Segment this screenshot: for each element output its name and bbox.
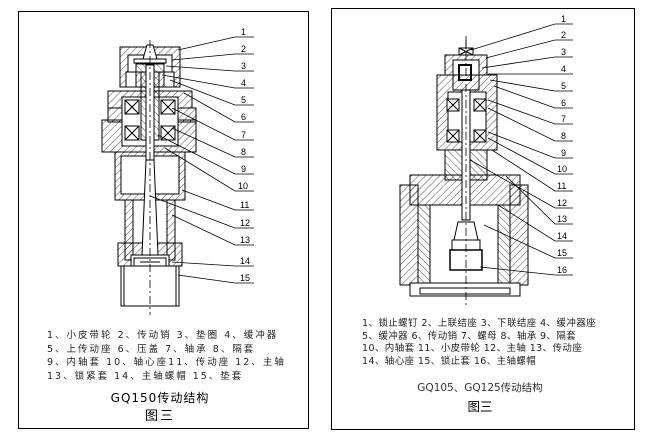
callout-11: 11 bbox=[557, 181, 566, 191]
callout-4: 4 bbox=[561, 64, 566, 74]
figure-caption-left: GQ150传动结构 bbox=[110, 391, 210, 405]
callout-13: 13 bbox=[240, 235, 250, 245]
callout-13: 13 bbox=[557, 214, 567, 224]
gq105-gq125-cross-section: 1 2 3 4 5 6 7 8 9 10 11 12 13 14 15 16 bbox=[399, 14, 573, 305]
callout-10: 10 bbox=[238, 181, 248, 191]
leader-lines-right bbox=[469, 23, 573, 276]
callout-2: 2 bbox=[561, 30, 566, 40]
callout-8: 8 bbox=[241, 147, 246, 157]
figure-label-right: 图三 bbox=[467, 399, 493, 414]
callout-9: 9 bbox=[241, 164, 246, 174]
callout-3: 3 bbox=[561, 47, 566, 57]
legend-line: 14、轴心座 15、锁止套 16、主轴螺帽 bbox=[362, 355, 537, 367]
legend-line: 13、锁紧套 14、主轴螺帽 15、垫套 bbox=[47, 370, 244, 382]
callout-6: 6 bbox=[241, 112, 246, 122]
legend-line: 5、上传动座 6、压盖 7、轴承 8、隔套 bbox=[47, 343, 256, 355]
callout-15: 15 bbox=[557, 248, 567, 258]
spindle-right bbox=[461, 36, 471, 305]
callout-15: 15 bbox=[240, 273, 250, 283]
callout-3: 3 bbox=[241, 61, 246, 71]
callout-1: 1 bbox=[561, 14, 566, 24]
parts-legend-right: 1、锁止螺钉 2、上联结座 3、下联结座 4、缓冲器座 5、缓冲器 6、传动销 … bbox=[362, 318, 596, 368]
callout-16: 16 bbox=[557, 265, 567, 275]
callout-numbers-right: 1 2 3 4 5 6 7 8 9 10 11 12 13 14 15 16 bbox=[557, 14, 567, 275]
callout-6: 6 bbox=[561, 98, 566, 108]
spindle bbox=[141, 40, 159, 315]
callout-12: 12 bbox=[240, 218, 250, 228]
callout-7: 7 bbox=[241, 130, 246, 140]
callout-2: 2 bbox=[241, 44, 246, 54]
callout-1: 1 bbox=[241, 27, 246, 37]
figure-caption-right: GQ105、GQ125传动结构 bbox=[417, 382, 543, 394]
callout-10: 10 bbox=[557, 164, 567, 174]
gq150-cross-section: 1 2 3 4 5 6 7 8 9 10 11 12 13 14 15 bbox=[101, 27, 254, 315]
callout-11: 11 bbox=[240, 200, 249, 210]
callout-7: 7 bbox=[561, 114, 566, 124]
callout-14: 14 bbox=[240, 256, 250, 266]
callout-14: 14 bbox=[557, 231, 567, 241]
legend-line: 10、内轴套 11、小皮带轮 12、主轴 13、传动座 bbox=[362, 343, 583, 354]
legend-line: 5、缓冲器 6、传动销 7、螺母 8、轴承 9、隔套 bbox=[362, 330, 577, 342]
callout-4: 4 bbox=[241, 78, 246, 88]
figure-frame-left bbox=[18, 11, 309, 429]
legend-line: 9、内轴套 10、轴心座11、传动座 12、主轴 bbox=[47, 357, 286, 368]
leader-lines-left bbox=[149, 36, 254, 284]
figure-label-left: 图三 bbox=[144, 409, 175, 424]
callout-8: 8 bbox=[561, 131, 566, 141]
legend-line: 1、锁止螺钉 2、上联结座 3、下联结座 4、缓冲器座 bbox=[362, 318, 597, 329]
bearings-right bbox=[446, 98, 487, 143]
callout-9: 9 bbox=[561, 148, 566, 158]
callout-5: 5 bbox=[561, 81, 566, 91]
legend-line: 1、小皮带轮 2、传动销 3、垫圈 4、缓冲器 bbox=[47, 330, 279, 341]
callout-5: 5 bbox=[241, 95, 246, 105]
parts-legend-left: 1、小皮带轮 2、传动销 3、垫圈 4、缓冲器 5、上传动座 6、压盖 7、轴承… bbox=[47, 329, 286, 383]
figure-frame-right bbox=[331, 8, 635, 430]
drive-seat-right bbox=[399, 174, 529, 297]
callout-12: 12 bbox=[557, 198, 567, 208]
callout-numbers-left: 1 2 3 4 5 6 7 8 9 10 11 12 13 14 15 bbox=[238, 27, 250, 283]
bearings bbox=[124, 99, 176, 141]
